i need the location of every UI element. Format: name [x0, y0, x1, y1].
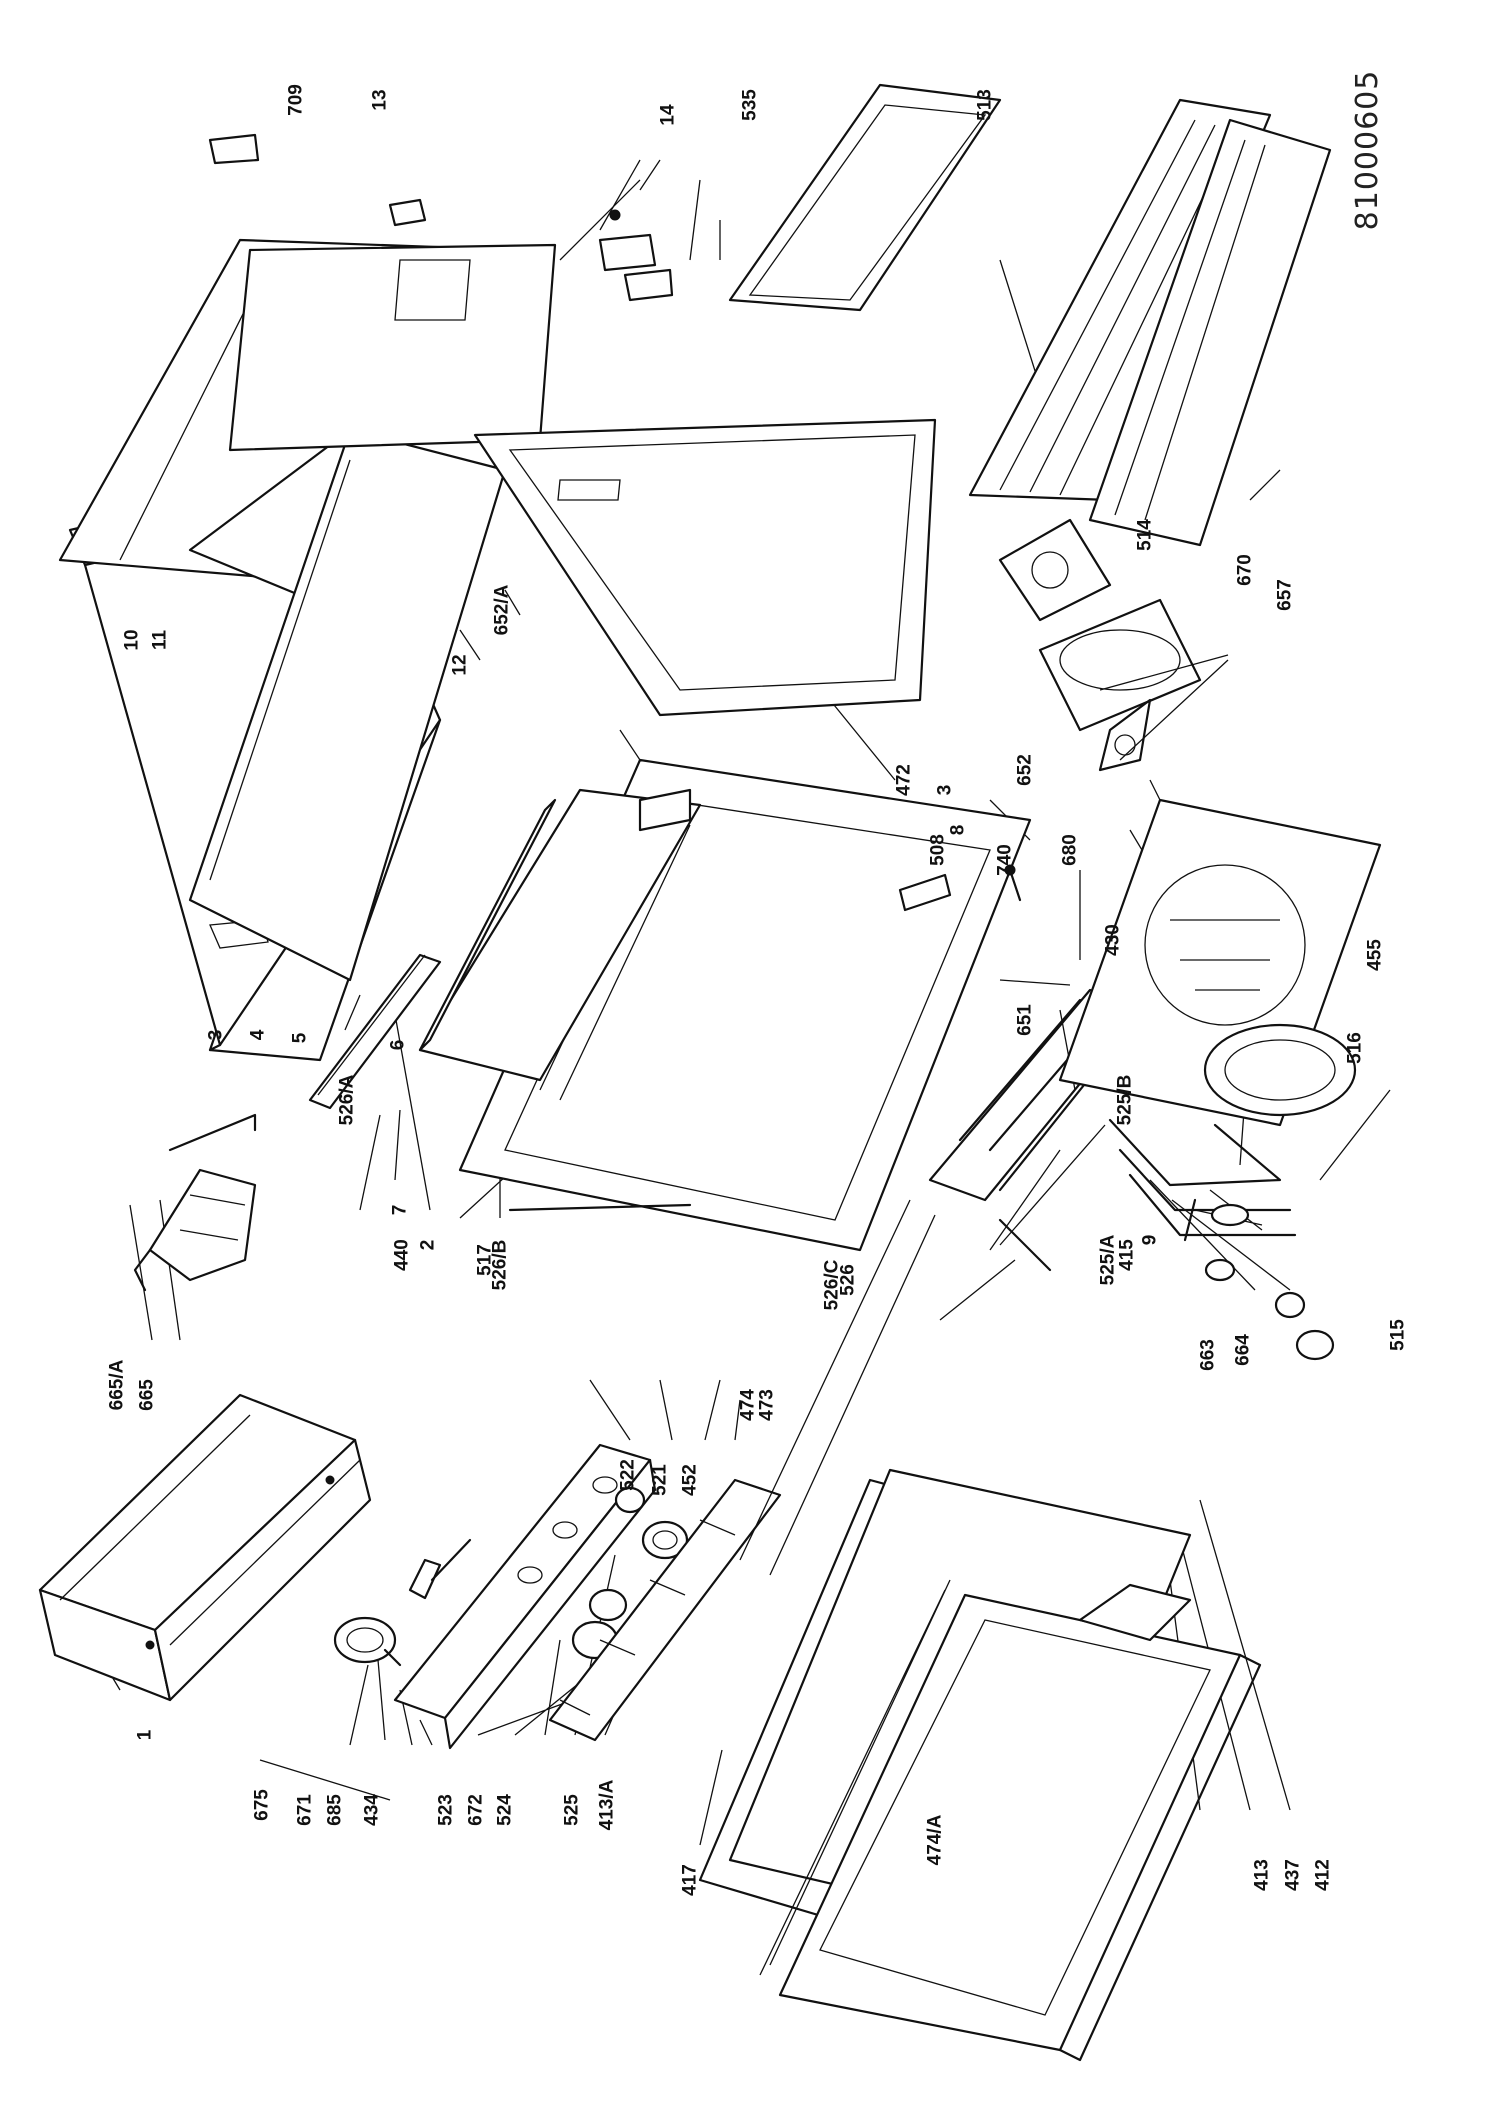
part-label-526: 526: [837, 1264, 859, 1296]
part-label-413-a: 413/A: [596, 1779, 618, 1831]
part-label-651: 651: [1014, 1004, 1036, 1036]
part-label-524: 524: [494, 1794, 516, 1826]
part-label-8: 8: [947, 824, 969, 836]
part-label-430: 430: [1102, 924, 1124, 956]
document-number: 81000605: [1350, 69, 1385, 231]
part-label-413: 413: [1251, 1859, 1273, 1891]
part-label-680: 680: [1059, 834, 1081, 866]
part-label-535: 535: [739, 89, 761, 121]
part-525-side-racks: [1108, 1118, 1297, 1237]
part-label-3: 3: [934, 784, 956, 796]
part-label-473: 473: [756, 1389, 778, 1421]
part-label-652: 652: [1014, 754, 1036, 786]
part-label-11: 11: [149, 629, 171, 651]
part-label-709: 709: [285, 84, 307, 116]
part-472-cavity: [473, 418, 937, 717]
part-door-assembly: [698, 1199, 1262, 2062]
part-label-1: 1: [134, 1729, 156, 1741]
part-label-6: 6: [387, 1039, 409, 1051]
part-label-672: 672: [465, 1794, 487, 1826]
part-label-7: 7: [389, 1204, 411, 1216]
part-535-tray: [728, 83, 1332, 547]
part-label-521: 521: [649, 1464, 671, 1496]
part-label-513: 513: [974, 89, 996, 121]
part-label-452: 452: [679, 1464, 701, 1496]
part-440-rail: [308, 953, 442, 1110]
part-label-514: 514: [1134, 519, 1156, 551]
part-675-timer: [333, 1616, 402, 1667]
part-523-front-panel: [393, 1443, 657, 1750]
part-label-685: 685: [324, 1794, 346, 1826]
part-label-665-a: 665/A: [106, 1359, 128, 1411]
part-label-5: 5: [289, 1032, 311, 1044]
part-670-motor: [998, 518, 1112, 622]
part-508-hinge: [638, 788, 952, 912]
part-label-671: 671: [294, 1794, 316, 1826]
part-663-lamp: [1183, 1198, 1335, 1361]
part-665-selector: [133, 1113, 257, 1292]
part-label-657: 657: [1274, 579, 1296, 611]
part-671-probe: [408, 1538, 472, 1600]
part-label-474-a: 474/A: [924, 1814, 946, 1866]
part-label-440: 440: [391, 1239, 413, 1271]
part-label-663: 663: [1197, 1339, 1219, 1371]
part-label-437: 437: [1282, 1859, 1304, 1891]
part-label-455: 455: [1364, 939, 1386, 971]
part-label-525-a: 525/A: [1097, 1234, 1119, 1286]
part-label-665: 665: [136, 1379, 158, 1411]
part-label-12: 12: [449, 654, 471, 676]
part-label-525: 525: [561, 1794, 583, 1826]
part-label-14: 14: [657, 104, 679, 126]
part-740-screw: [1004, 864, 1022, 902]
part-label-515: 515: [1387, 1319, 1409, 1351]
part-label-675: 675: [251, 1789, 273, 1821]
part-label-522: 522: [617, 1459, 639, 1491]
part-label-417: 417: [679, 1864, 701, 1896]
part-label-740: 740: [994, 844, 1016, 876]
part-1-panel-cover: [38, 1393, 372, 1702]
part-label-523: 523: [435, 1794, 457, 1826]
part-label-526-a: 526/A: [336, 1074, 358, 1126]
part-label-664: 664: [1232, 1334, 1254, 1366]
part-6-side-panel: [418, 788, 702, 1082]
part-680-fan: [1038, 598, 1202, 772]
part-label-2: 2: [417, 1239, 439, 1251]
part-label-415: 415: [1116, 1239, 1138, 1271]
part-label-412: 412: [1312, 1859, 1334, 1891]
part-label-526-b: 526/B: [489, 1239, 511, 1291]
part-525-handle: [548, 1478, 782, 1742]
part-label-508: 508: [927, 834, 949, 866]
part-label-670: 670: [1234, 554, 1256, 586]
part-label-4: 4: [247, 1029, 269, 1041]
part-label-13: 13: [369, 89, 391, 111]
part-13-rear-cover: [208, 133, 557, 452]
part-label-516: 516: [1344, 1032, 1366, 1064]
part-label-10: 10: [121, 629, 143, 651]
part-label-434: 434: [361, 1794, 383, 1826]
part-label-652-a: 652/A: [491, 584, 513, 636]
part-label-3: 3: [205, 1029, 227, 1041]
part-14-hinge-parts: [598, 209, 674, 302]
part-label-525-b: 525/B: [1114, 1074, 1136, 1126]
part-label-472: 472: [893, 764, 915, 796]
part-knobs: [571, 1486, 689, 1660]
part-label-9: 9: [1139, 1234, 1161, 1246]
part-455-fan-cover: [1203, 1023, 1357, 1117]
part-label-474: 474: [737, 1389, 759, 1421]
